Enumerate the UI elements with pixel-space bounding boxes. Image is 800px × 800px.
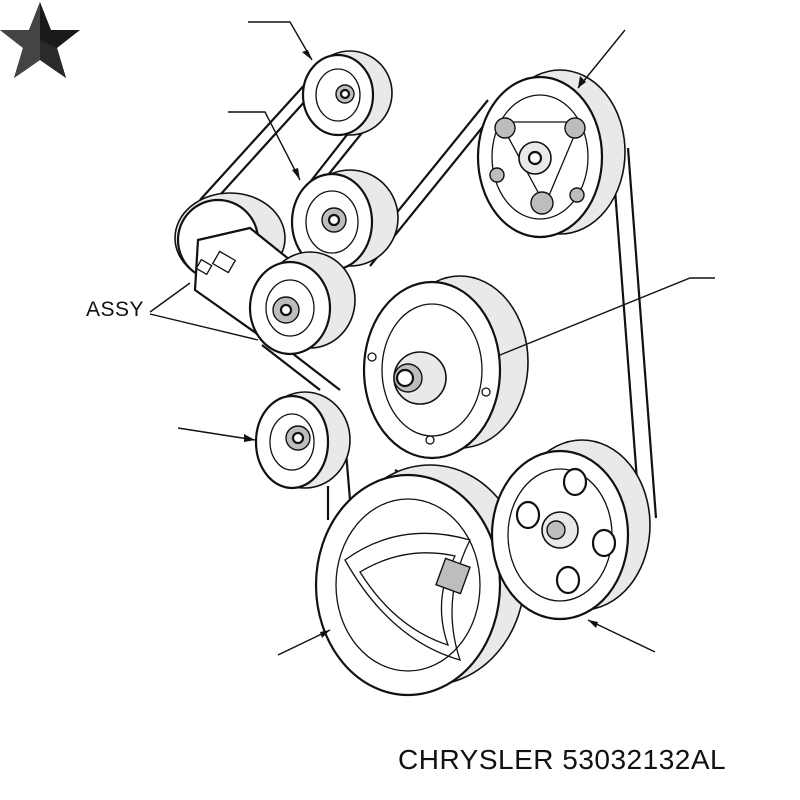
leader-assy-tensioner-arm (149, 313, 259, 341)
leader-water-pump (499, 277, 715, 356)
ac-compressor-pulley (476, 69, 626, 239)
assy-callout-label: ASSY (86, 298, 145, 321)
lower-idler-pulley (254, 391, 351, 490)
part-number: 53032132AL (562, 744, 727, 775)
leader-lower-idler (177, 427, 256, 441)
water-pump-pulley (362, 275, 529, 460)
lower-right-pulley (490, 439, 651, 621)
part-caption: CHRYSLER 53032132AL (398, 744, 726, 776)
upper-idler-pulley (301, 50, 393, 137)
brand-name: CHRYSLER (398, 744, 554, 775)
leader-middle-idler (228, 111, 301, 181)
leader-upper-idler (248, 21, 313, 61)
leader-ac-pulley (577, 29, 626, 89)
leader-lower-right (587, 619, 656, 653)
chrysler-pentastar-logo-icon (0, 2, 80, 78)
crankshaft-pulley (314, 464, 526, 697)
leader-assy-tensioner-pulley (149, 282, 191, 313)
middle-idler-pulley (290, 169, 399, 272)
belt-tensioner-assembly (174, 192, 356, 356)
callout-lines (149, 21, 715, 656)
